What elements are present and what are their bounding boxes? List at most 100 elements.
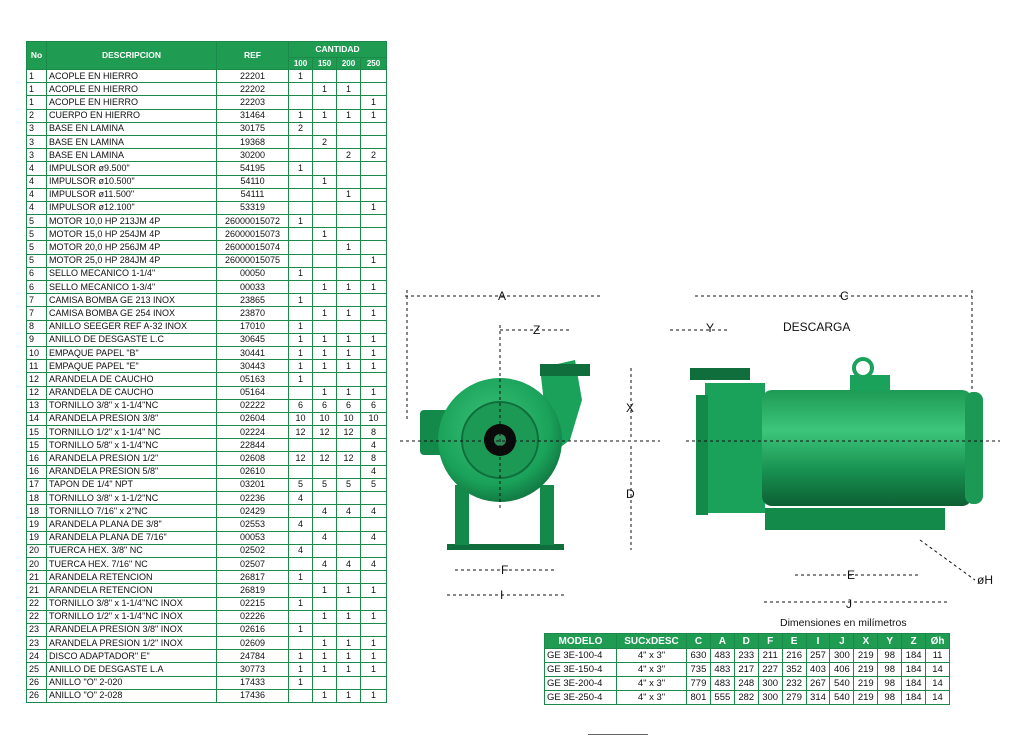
part-qty: 1 <box>336 187 361 202</box>
part-description: DISCO ADAPTADOR" E" <box>46 649 217 664</box>
part-qty <box>288 227 313 242</box>
part-description: ACOPLE EN HIERRO <box>46 95 217 110</box>
part-qty <box>359 121 388 136</box>
part-no: 21 <box>26 583 47 598</box>
part-qty <box>288 583 313 598</box>
part-no: 1 <box>26 95 47 110</box>
dim-cell: 555 <box>709 690 735 705</box>
part-description: SELLO MECANICO 1-3/4" <box>46 279 217 295</box>
part-qty: 1 <box>312 583 337 598</box>
part-qty: 1 <box>336 359 361 374</box>
dim-cell: 184 <box>901 662 927 677</box>
dim-cell: 540 <box>829 676 855 691</box>
part-description: CUERPO EN HIERRO <box>46 108 217 123</box>
part-qty: 1 <box>288 649 313 664</box>
dim-label-f: F <box>501 563 508 577</box>
part-description: EMPAQUE PAPEL "B" <box>46 345 217 361</box>
dim-label-i: I <box>500 588 503 602</box>
dim-header-cell: SUCxDESC <box>616 633 687 649</box>
dim-cell: 219 <box>853 690 879 705</box>
part-ref: 31464 <box>216 108 289 123</box>
header-cantidad: CANTIDAD <box>287 41 388 58</box>
part-description: ARANDELA RETENCION <box>46 570 217 585</box>
part-ref: 02222 <box>216 398 289 413</box>
part-qty <box>359 134 388 150</box>
part-qty <box>359 675 388 690</box>
part-qty <box>288 134 313 150</box>
part-qty <box>336 372 361 387</box>
part-no: 1 <box>26 68 47 84</box>
part-no: 5 <box>26 227 47 242</box>
part-qty: 1 <box>288 570 313 585</box>
dim-cell: 735 <box>686 662 711 677</box>
part-qty <box>336 596 361 611</box>
part-ref: 23870 <box>216 306 289 321</box>
part-qty <box>312 95 337 110</box>
part-ref: 26000015075 <box>216 253 289 268</box>
header-model: 100 <box>288 57 313 70</box>
part-qty: 1 <box>359 583 388 598</box>
part-description: MOTOR 25,0 HP 284JM 4P <box>46 253 217 268</box>
dim-cell: 279 <box>781 690 807 705</box>
part-qty: 1 <box>359 636 388 651</box>
part-qty <box>336 570 361 585</box>
part-ref: 02224 <box>216 425 289 440</box>
part-qty: 1 <box>288 293 313 308</box>
part-description: ANILLO SEEGER REF A-32 INOX <box>46 319 217 334</box>
part-no: 12 <box>26 385 47 400</box>
part-qty: 4 <box>359 438 388 453</box>
part-qty <box>312 240 337 255</box>
part-no: 4 <box>26 187 47 202</box>
part-ref: 19368 <box>216 134 289 150</box>
dim-cell: 98 <box>877 690 903 705</box>
part-qty: 1 <box>359 662 388 677</box>
part-description: TUERCA HEX. 7/16" NC <box>46 556 217 572</box>
part-qty <box>312 517 337 532</box>
part-qty <box>288 504 313 519</box>
parts-table: No DESCRIPCION REF CANTIDAD 100 150 200 … <box>26 41 388 704</box>
part-qty: 1 <box>312 306 337 321</box>
part-qty: 1 <box>359 200 388 216</box>
part-qty <box>359 227 388 242</box>
part-qty <box>312 543 337 558</box>
part-ref: 17436 <box>216 688 289 704</box>
part-no: 8 <box>26 319 47 334</box>
dim-header-cell: F <box>757 633 783 649</box>
part-ref: 02502 <box>216 543 289 558</box>
part-no: 6 <box>26 266 47 282</box>
part-qty: 1 <box>336 688 361 704</box>
part-qty <box>336 517 361 532</box>
part-qty <box>288 636 313 651</box>
part-qty: 2 <box>288 121 313 136</box>
part-no: 25 <box>26 662 47 677</box>
part-ref: 05163 <box>216 372 289 387</box>
part-qty <box>312 596 337 611</box>
part-qty: 4 <box>359 530 388 545</box>
part-ref: 00033 <box>216 279 289 295</box>
dim-cell: 211 <box>757 648 783 663</box>
part-description: TORNILLO 3/8" x 1-1/4"NC <box>46 398 217 413</box>
part-description: CAMISA BOMBA GE 213 INOX <box>46 293 217 308</box>
part-qty <box>312 148 337 163</box>
part-qty: 1 <box>288 662 313 677</box>
part-qty <box>359 490 388 506</box>
part-description: ARANDELA PLANA DE 3/8" <box>46 517 217 532</box>
dim-cell: 216 <box>781 648 807 663</box>
dim-header-cell: Z <box>901 633 927 649</box>
dim-cell: 4" x 3" <box>616 662 687 677</box>
dim-cell: 483 <box>709 662 735 677</box>
part-no: 26 <box>26 688 47 704</box>
part-description: MOTOR 15,0 HP 254JM 4P <box>46 227 217 242</box>
dim-cell: 630 <box>686 648 711 663</box>
